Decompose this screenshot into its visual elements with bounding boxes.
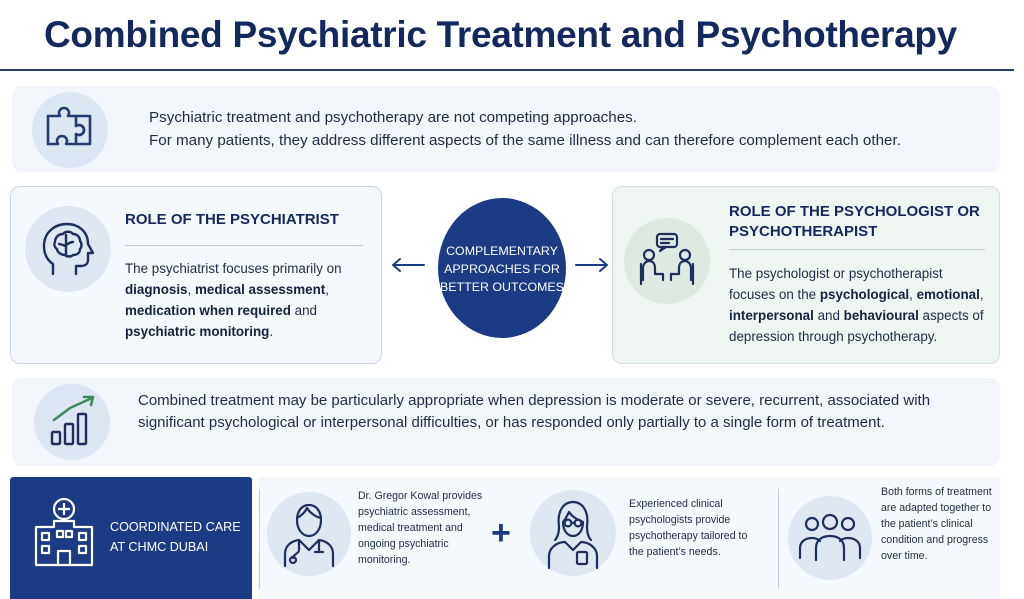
complementary-badge-text: COMPLEMENTARY APPROACHES FOR BETTER OUTC…	[440, 244, 564, 294]
brain-head-icon	[25, 206, 111, 292]
psychiatrist-title: ROLE OF THE PSYCHIATRIST	[125, 211, 339, 228]
psychiatrist-divider	[125, 245, 363, 246]
intro-line-1: Psychiatric treatment and psychotherapy …	[149, 109, 637, 126]
coordinated-care-box: COORDINATED CARE AT CHMC DUBAI	[10, 477, 252, 599]
psychiatrist-card: ROLE OF THE PSYCHIATRIST The psychiatris…	[10, 186, 382, 364]
psychologist-description: The psychologist or psychotherapist focu…	[729, 266, 984, 344]
page-title: Combined Psychiatric Treatment and Psych…	[44, 14, 957, 55]
psychologist-divider	[729, 249, 985, 250]
growth-chart-icon	[34, 384, 110, 460]
combined-treatment-panel: Combined treatment may be particularly a…	[12, 378, 1000, 466]
psychiatrist-description: The psychiatrist focuses primarily on di…	[125, 261, 342, 339]
team-icon	[788, 496, 872, 580]
psychologist-description: Experienced clinical psychologists provi…	[629, 498, 748, 558]
psychologist-title: ROLE OF THE PSYCHOLOGIST OR PSYCHOTHERAP…	[729, 203, 980, 240]
coordinated-care-label: COORDINATED CARE AT CHMC DUBAI	[110, 520, 241, 554]
doctor-icon	[267, 492, 351, 576]
hospital-icon	[34, 497, 94, 567]
combined-treatment-text: Combined treatment may be particularly a…	[138, 392, 931, 431]
plus-icon: +	[491, 514, 511, 552]
intro-text: Psychiatric treatment and psychotherapy …	[149, 106, 901, 152]
intro-panel: Psychiatric treatment and psychotherapy …	[12, 86, 1000, 172]
psychologist-card: ROLE OF THE PSYCHOLOGIST OR PSYCHOTHERAP…	[612, 186, 1000, 364]
divider	[259, 489, 260, 589]
conversation-icon	[624, 218, 710, 304]
doctor-description: Dr. Gregor Kowal provides psychiatric as…	[358, 490, 483, 566]
arrow-right-icon	[575, 258, 608, 272]
puzzle-icon	[32, 92, 108, 168]
bottom-info-panel	[258, 477, 1000, 599]
team-description: Both forms of treatment are adapted toge…	[881, 486, 992, 562]
psychologist-icon	[530, 490, 616, 576]
divider	[778, 489, 779, 589]
intro-line-2: For many patients, they address differen…	[149, 132, 901, 149]
title-divider	[0, 69, 1014, 71]
arrow-left-icon	[392, 258, 425, 272]
complementary-badge	[438, 198, 566, 338]
